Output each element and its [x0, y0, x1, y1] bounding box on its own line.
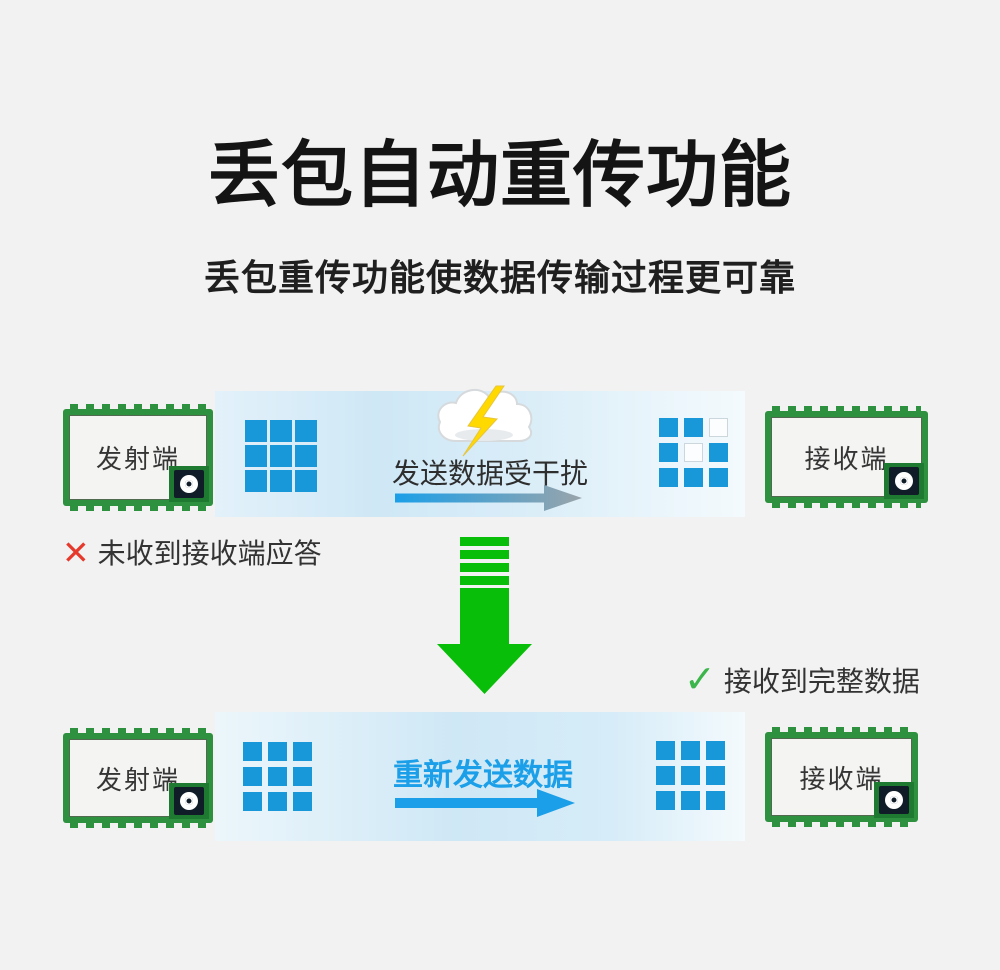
ipex-jack-icon: [889, 467, 919, 495]
data-packet-filled: [709, 443, 728, 462]
success-text: 接收到完整数据: [723, 666, 920, 697]
antenna-connector-icon: [169, 466, 209, 502]
data-packet-filled: [268, 742, 287, 761]
error-note: ✕ 未收到接收端应答: [62, 532, 322, 572]
antenna-connector-icon: [874, 782, 914, 818]
data-packet-filled: [270, 470, 292, 492]
interference-message: 发送数据受干扰: [391, 458, 588, 489]
retransmit-message: 重新发送数据: [393, 759, 573, 792]
cloud-lightning-icon: [430, 376, 540, 466]
data-packet-filled: [681, 766, 700, 785]
data-packet-filled: [268, 792, 287, 811]
data-packet-filled: [245, 420, 267, 442]
page-subtitle: 丢包重传功能使数据传输过程更可靠: [203, 257, 796, 298]
blue-right-arrow-icon: [395, 789, 575, 822]
data-packet-missing: [684, 443, 703, 462]
fading-right-arrow-icon: [395, 484, 583, 517]
receiver-module-bottom: 接收端: [765, 727, 918, 827]
antenna-connector-icon: [169, 783, 209, 819]
antenna-connector-icon: [884, 463, 924, 499]
data-packet-filled: [293, 767, 312, 786]
data-packet-filled: [709, 468, 728, 487]
received-data-grid-top: [659, 418, 728, 487]
sent-data-grid-bottom: [243, 742, 312, 811]
data-packet-filled: [684, 418, 703, 437]
data-packet-filled: [293, 742, 312, 761]
data-packet-filled: [243, 767, 262, 786]
receiver-module-top: 接收端: [765, 406, 928, 508]
check-icon: ✓: [684, 659, 716, 701]
transmitter-module-bottom: 发射端: [63, 728, 213, 828]
data-packet-filled: [656, 791, 675, 810]
data-packet-filled: [684, 468, 703, 487]
data-packet-missing: [709, 418, 728, 437]
data-packet-filled: [243, 742, 262, 761]
data-packet-filled: [270, 445, 292, 467]
data-packet-filled: [245, 445, 267, 467]
data-packet-filled: [245, 470, 267, 492]
data-packet-filled: [706, 791, 725, 810]
sent-data-grid-top: [245, 420, 317, 492]
data-packet-filled: [681, 741, 700, 760]
data-packet-filled: [268, 767, 287, 786]
data-packet-filled: [295, 470, 317, 492]
received-data-grid-bottom: [656, 741, 725, 810]
x-icon: ✕: [62, 533, 90, 571]
data-packet-filled: [293, 792, 312, 811]
data-packet-filled: [706, 741, 725, 760]
data-packet-filled: [295, 420, 317, 442]
data-packet-filled: [659, 468, 678, 487]
transmitter-module-top: 发射端: [63, 404, 213, 511]
success-note: ✓ 接收到完整数据: [684, 660, 920, 700]
data-packet-filled: [270, 420, 292, 442]
page-title: 丢包自动重传功能: [207, 136, 792, 216]
ipex-jack-icon: [879, 786, 909, 814]
data-packet-filled: [295, 445, 317, 467]
data-packet-filled: [659, 418, 678, 437]
error-text: 未收到接收端应答: [97, 538, 322, 569]
ipex-jack-icon: [174, 470, 204, 498]
data-packet-filled: [681, 791, 700, 810]
ipex-jack-icon: [174, 787, 204, 815]
data-packet-filled: [656, 766, 675, 785]
green-down-arrow-icon: [437, 537, 532, 699]
data-packet-filled: [706, 766, 725, 785]
data-packet-filled: [656, 741, 675, 760]
data-packet-filled: [243, 792, 262, 811]
data-packet-filled: [659, 443, 678, 462]
